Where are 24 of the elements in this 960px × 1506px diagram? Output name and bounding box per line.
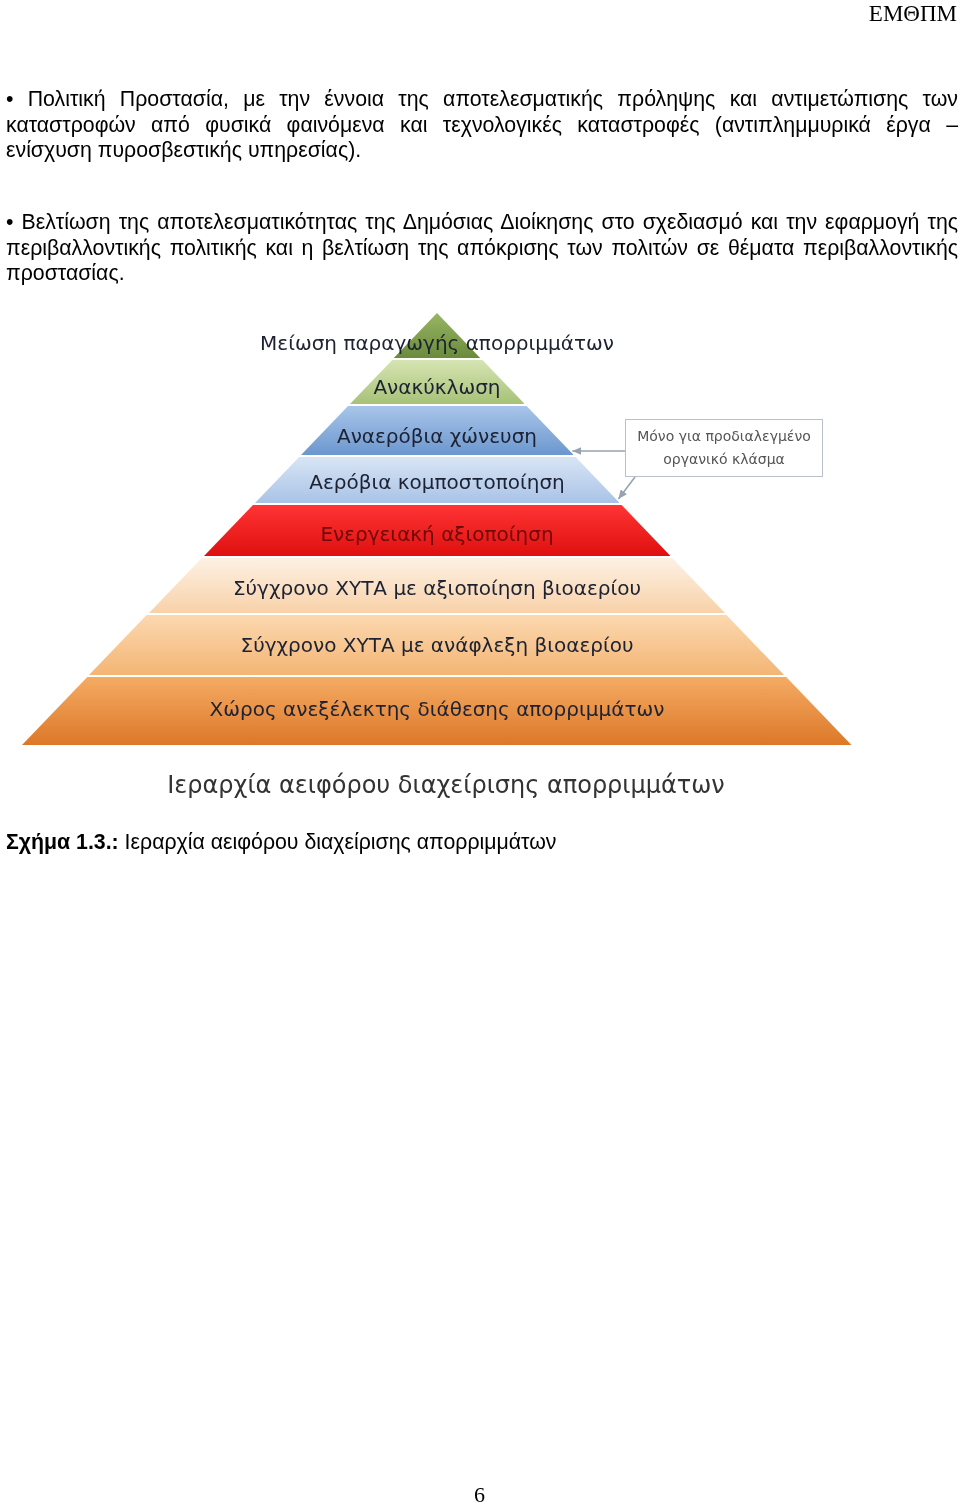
page-number: 6 bbox=[474, 1484, 485, 1506]
pyramid-title: Ιεραρχία αειφόρου διαχείρισης απορριμμάτων bbox=[167, 770, 725, 801]
callout-box bbox=[625, 419, 823, 477]
tier-label: Αναερόβια χώνευση bbox=[336, 424, 537, 448]
figure-caption: Σχήμα 1.3.: Ιεραρχία αειφόρου διαχείρισης απορριμμάτων bbox=[6, 830, 557, 855]
tier-label: Ανακύκλωση bbox=[373, 375, 501, 399]
callout-text: Μόνο για προδιαλεγμένο οργανικό κλάσμα bbox=[636, 427, 812, 469]
pyramid-tier bbox=[22, 677, 852, 745]
arrow bbox=[571, 447, 626, 455]
pyramid-tier bbox=[349, 360, 525, 404]
running-header: ΕΜΘΠΜ bbox=[868, 0, 957, 28]
bullet-paragraph: • Πολιτική Προστασία, με την έννοια της αποτελεσματικής πρόληψης και αντιμετώπισης των καταστροφών από φυσικά φαινόμενα και τεχνολογικές καταστροφές (αντιπλημμυρικά έργα – ενίσχυση πυροσβεστικής υπηρεσίας). bbox=[6, 87, 958, 164]
tier-label: Σύγχρονο ΧΥΤΑ με ανάφλεξη βιοαερίου bbox=[240, 633, 634, 657]
pyramid-tier bbox=[89, 615, 785, 675]
pyramid-tier bbox=[149, 558, 725, 613]
tier-label: Ενεργειακή αξιοποίηση bbox=[320, 522, 554, 546]
tier-label: Σύγχρονο ΧΥΤΑ με αξιοποίηση βιοαερίου bbox=[232, 576, 642, 600]
pyramid-tier bbox=[254, 457, 620, 503]
pyramid-tier bbox=[300, 406, 574, 455]
tier-label: Αερόβια κομποστοποίηση bbox=[309, 470, 565, 494]
arrow bbox=[617, 476, 636, 500]
bullet-paragraph: • Βελτίωση της αποτελεσματικότητας της Δημόσιας Διοίκησης στο σχεδιασμό και την εφαρμογή της περιβαλλοντικής πολιτικής και η βελτίωση της απόκρισης των πολιτών σε θέματα περιβαλλοντικής προστασίας. bbox=[6, 210, 958, 287]
pyramid-tier bbox=[203, 505, 671, 556]
tier-label: Χώρος ανεξέλεκτης διάθεσης απορριμμάτων bbox=[209, 697, 665, 721]
